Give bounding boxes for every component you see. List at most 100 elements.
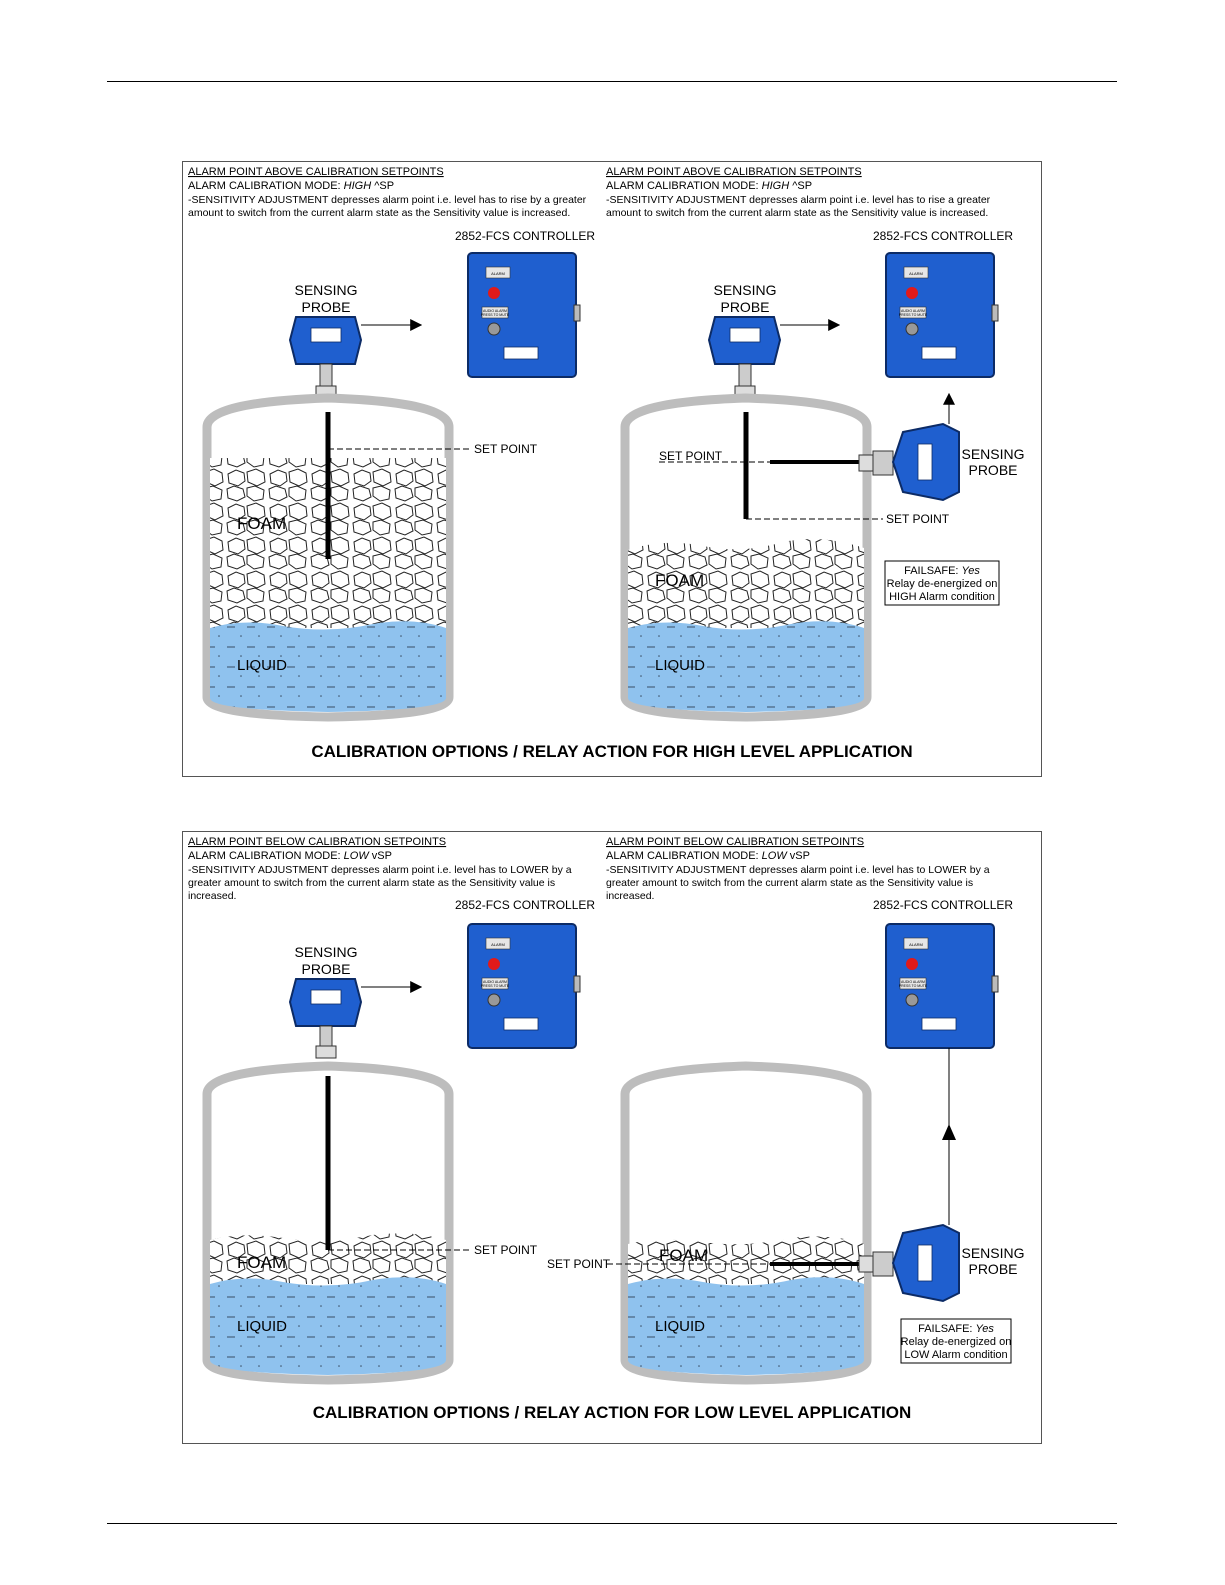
alarm-light-icon [906,287,918,299]
foam-label-right: FOAM [655,571,704,590]
svg-text:AUDIO ALARM: AUDIO ALARM [901,980,925,984]
liquid-label-right: LIQUID [655,657,705,674]
header-rule [107,81,1117,82]
logo-icon [503,1017,539,1031]
mode-left: ALARM CALIBRATION MODE: HIGH ^SP [188,180,394,192]
sensing-probe-top-right [707,316,782,399]
controller-right: ALARM AUDIO ALARM PRESS TO MUTE [885,252,999,378]
sensitivity-right-1: -SENSITIVITY ADJUSTMENT depresses alarm … [606,864,990,876]
logo-icon [310,989,342,1005]
controller-label-right: 2852-FCS CONTROLLER [873,898,1013,912]
setpoint-label-right-2: SET POINT [659,449,723,463]
controller-left: ALARM AUDIO ALARM PRESS TO MUTE [467,252,581,378]
sensitivity-right-2: amount to switch from the current alarm … [606,207,988,219]
mute-button-icon [487,993,501,1007]
svg-text:PRESS TO MUTE: PRESS TO MUTE [899,984,928,988]
setpoint-label-right: SET POINT [547,1257,611,1271]
failsafe-box-bottom: FAILSAFE: Yes Relay de-energized on LOW … [900,1318,1012,1364]
sensing-probe-side-right [858,422,960,502]
mute-button-icon [905,322,919,336]
sensing-probe-side-right [858,1223,960,1303]
footer-rule [107,1523,1117,1524]
liquid-label-left: LIQUID [237,657,287,674]
svg-text:PRESS TO MUTE: PRESS TO MUTE [899,313,928,317]
svg-text:HIGH Alarm condition: HIGH Alarm condition [889,591,995,603]
svg-text:AUDIO ALARM: AUDIO ALARM [901,309,925,313]
logo-icon [917,1244,933,1282]
liquid-layer [210,1277,446,1375]
heading-left: ALARM POINT BELOW CALIBRATION SETPOINTS [188,836,446,848]
logo-icon [310,327,342,343]
svg-text:Relay de-energized on: Relay de-energized on [901,1336,1012,1348]
mode-left: ALARM CALIBRATION MODE: LOW vSP [188,850,392,862]
logo-icon [921,346,957,360]
mute-button-icon [905,993,919,1007]
svg-text:PRESS TO MUTE: PRESS TO MUTE [481,984,510,988]
foam-layer [628,1236,864,1284]
sensitivity-left-2: amount to switch from the current alarm … [188,207,570,219]
mode-right: ALARM CALIBRATION MODE: LOW vSP [606,850,810,862]
svg-text:ALARM: ALARM [909,271,923,276]
controller-left: ALARM AUDIO ALARM PRESS TO MUTE [467,923,581,1049]
svg-text:ALARM: ALARM [491,271,505,276]
controller-label-right: 2852-FCS CONTROLLER [873,229,1013,243]
high-level-panel: ALARM POINT ABOVE CALIBRATION SETPOINTS … [182,161,1042,777]
sensitivity-left-1: -SENSITIVITY ADJUSTMENT depresses alarm … [188,864,572,876]
probe-label-left-1: SENSING [294,282,357,298]
tank-right [620,393,872,722]
mode-right: ALARM CALIBRATION MODE: HIGH ^SP [606,180,812,192]
setpoint-label-left: SET POINT [474,442,538,456]
controller-right: ALARM AUDIO ALARM PRESS TO MUTE [885,923,999,1049]
sensitivity-left-1: -SENSITIVITY ADJUSTMENT depresses alarm … [188,194,587,206]
alarm-light-icon [906,958,918,970]
sensing-probe-left [288,316,363,399]
sensing-probe-left [288,978,363,1059]
probe-label-right-1: SENSING [713,282,776,298]
logo-icon [503,346,539,360]
sensitivity-left-2: greater amount to switch from the curren… [188,877,555,889]
foam-label-right: FOAM [659,1246,708,1265]
logo-icon [917,443,933,481]
sensitivity-right-1: -SENSITIVITY ADJUSTMENT depresses alarm … [606,194,991,206]
svg-text:FAILSAFE: Yes: FAILSAFE: Yes [918,1323,994,1335]
sensitivity-right-2: greater amount to switch from the curren… [606,877,973,889]
alarm-light-icon [488,958,500,970]
alarm-light-icon [488,287,500,299]
tank-right [620,1061,872,1385]
sensitivity-left-3: increased. [188,890,236,902]
tank-left [202,393,454,722]
bottom-panel-title: CALIBRATION OPTIONS / RELAY ACTION FOR L… [313,1403,911,1422]
top-panel-title: CALIBRATION OPTIONS / RELAY ACTION FOR H… [311,742,912,761]
logo-icon [921,1017,957,1031]
probe-label-right-2: PROBE [720,299,769,315]
low-level-panel: ALARM POINT BELOW CALIBRATION SETPOINTS … [182,831,1042,1444]
controller-label-left: 2852-FCS CONTROLLER [455,898,595,912]
side-probe-label-right-1: SENSING [961,446,1024,462]
heading-left: ALARM POINT ABOVE CALIBRATION SETPOINTS [188,166,444,178]
logo-icon [729,327,761,343]
side-probe-label-right-2: PROBE [968,462,1017,478]
svg-text:AUDIO ALARM: AUDIO ALARM [483,309,507,313]
side-probe-label-right-1: SENSING [961,1245,1024,1261]
svg-text:PRESS TO MUTE: PRESS TO MUTE [481,313,510,317]
probe-label-left-2: PROBE [301,299,350,315]
foam-layer [210,1233,446,1284]
liquid-layer [628,621,864,712]
heading-right: ALARM POINT BELOW CALIBRATION SETPOINTS [606,836,864,848]
foam-label-left: FOAM [237,514,286,533]
heading-right: ALARM POINT ABOVE CALIBRATION SETPOINTS [606,166,862,178]
liquid-label-left: LIQUID [237,1318,287,1335]
foam-label-left: FOAM [237,1253,286,1272]
liquid-layer [628,1277,864,1375]
svg-text:Relay de-energized on: Relay de-energized on [887,578,998,590]
liquid-label-right: LIQUID [655,1318,705,1335]
failsafe-box-top: FAILSAFE: Yes Relay de-energized on HIGH… [884,560,1000,606]
side-probe-label-right-2: PROBE [968,1261,1017,1277]
high-level-diagram: ALARM POINT ABOVE CALIBRATION SETPOINTS … [188,166,1025,761]
mute-button-icon [487,322,501,336]
controller-label-left: 2852-FCS CONTROLLER [455,229,595,243]
setpoint-label-left: SET POINT [474,1243,538,1257]
svg-text:ALARM: ALARM [909,942,923,947]
signal-arrow-side-right [942,1124,956,1140]
probe-label-left-2: PROBE [301,961,350,977]
